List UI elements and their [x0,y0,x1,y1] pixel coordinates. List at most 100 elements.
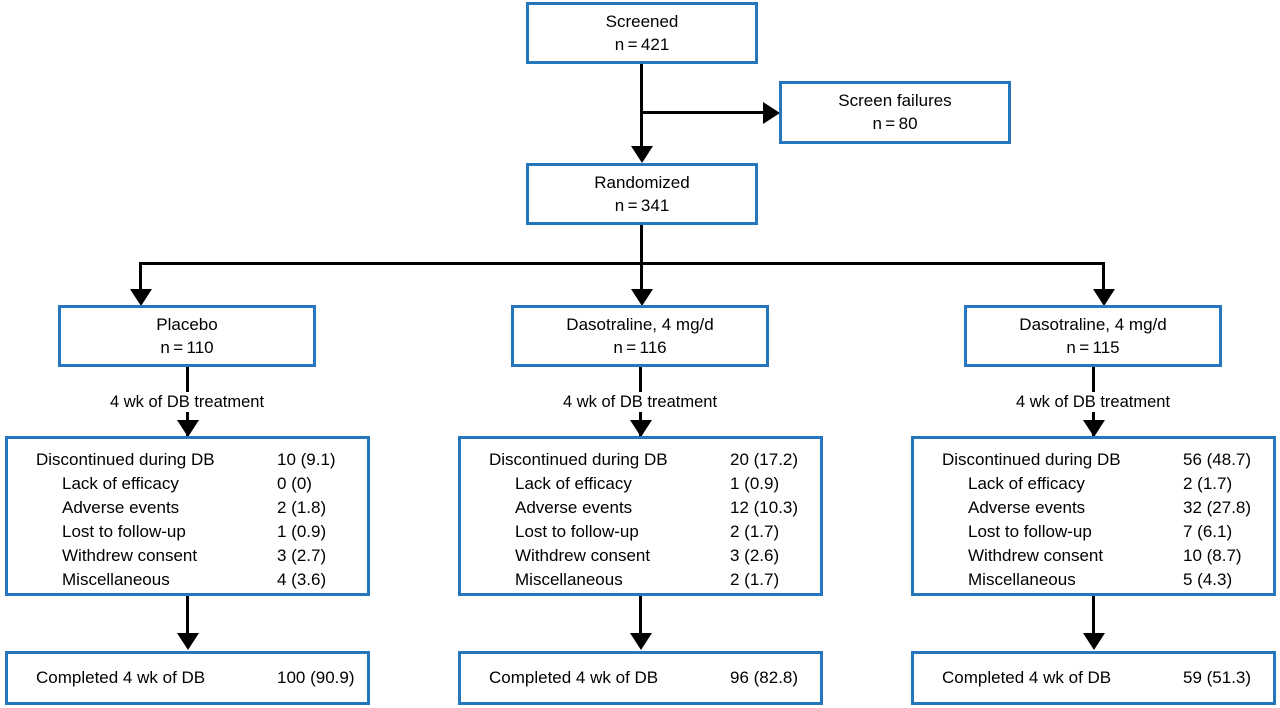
row-label: Adverse events [515,498,633,517]
arm-dasotraline-4mg-b-discontinued-box: Discontinued during DB 56 (48.7) Lack of… [911,436,1276,596]
row-value: 1 (0.9) [277,522,327,541]
connector-arm-3-to-completed [1092,596,1095,640]
node-screened-title: Screened [605,11,679,31]
table-row: Adverse events 12 (10.3) [461,496,820,520]
arm-dasotraline-4mg-b-count: n = 115 [1066,337,1120,357]
row-value: 4 (3.6) [277,570,327,589]
table-row: Miscellaneous 4 (3.6) [8,568,367,592]
arm-dasotraline-4mg-a-title: Dasotraline, 4 mg/d [566,314,714,334]
connector-split-to-arm-2 [640,262,643,300]
table-row: Adverse events 2 (1.8) [8,496,367,520]
arrowhead-screen-failures [763,101,780,124]
arm-dasotraline-4mg-b-completed-box: Completed 4 wk of DB 59 (51.3) [911,651,1276,705]
row-label: Discontinued during DB [36,450,215,469]
connector-randomized-stem [640,225,643,265]
table-row: Lack of efficacy 0 (0) [8,472,367,496]
row-label: Discontinued during DB [489,450,668,469]
completed-label: Completed 4 wk of DB [489,668,659,687]
row-label: Withdrew consent [968,546,1104,565]
table-row: Lack of efficacy 2 (1.7) [914,472,1273,496]
completed-label: Completed 4 wk of DB [942,668,1112,687]
table-row: Discontinued during DB 20 (17.2) [461,448,820,472]
arm-dasotraline-4mg-b-title: Dasotraline, 4 mg/d [1019,314,1167,334]
row-value: 3 (2.6) [730,546,780,565]
table-row: Lack of efficacy 1 (0.9) [461,472,820,496]
completed-value: 100 (90.9) [277,668,355,687]
row-label: Adverse events [62,498,180,517]
row-label: Miscellaneous [968,570,1076,589]
arrowhead-randomized [630,146,653,163]
row-value: 56 (48.7) [1183,450,1252,469]
table-row: Discontinued during DB 10 (9.1) [8,448,367,472]
node-screened: Screened n = 421 [526,2,758,64]
arrowhead-arm-2 [630,289,653,306]
arm-dasotraline-4mg-a-discontinued-box: Discontinued during DB 20 (17.2) Lack of… [458,436,823,596]
table-row: Adverse events 32 (27.8) [914,496,1273,520]
row-value: 5 (4.3) [1183,570,1233,589]
completed-value: 59 (51.3) [1183,668,1252,687]
node-randomized: Randomized n = 341 [526,163,758,225]
edge-label-arm-2-db-treatment: 4 wk of DB treatment [509,392,771,412]
row-label: Withdrew consent [62,546,198,565]
row-value: 0 (0) [277,474,312,493]
completed-row: Completed 4 wk of DB 100 (90.9) [8,654,367,702]
row-value: 2 (1.8) [277,498,327,517]
node-screen-failures: Screen failures n = 80 [779,81,1011,144]
row-value: 10 (8.7) [1183,546,1242,565]
node-randomized-count: n = 341 [614,195,670,215]
table-row: Miscellaneous 2 (1.7) [461,568,820,592]
table-row: Miscellaneous 5 (4.3) [914,568,1273,592]
row-value: 12 (10.3) [730,498,799,517]
connector-screened-to-randomized [640,64,643,156]
arm-placebo-header: Placebo n = 110 [58,305,316,367]
arrowhead-arm-2-completed [629,633,652,650]
arrowhead-arm-3-discontinued [1082,420,1105,437]
table-row: Lost to follow-up 2 (1.7) [461,520,820,544]
row-label: Miscellaneous [515,570,623,589]
arrowhead-placebo-completed [176,633,199,650]
table-row: Withdrew consent 3 (2.6) [461,544,820,568]
arrowhead-arm-2-discontinued [629,420,652,437]
connector-arm-2-to-completed [639,596,642,640]
table-row: Discontinued during DB 56 (48.7) [914,448,1273,472]
row-label: Lost to follow-up [62,522,186,541]
row-value: 1 (0.9) [730,474,780,493]
row-value: 2 (1.7) [730,570,780,589]
arm-placebo-count: n = 110 [160,337,214,357]
row-label: Adverse events [968,498,1086,517]
completed-row: Completed 4 wk of DB 96 (82.8) [461,654,820,702]
edge-label-arm-3-db-treatment: 4 wk of DB treatment [962,392,1224,412]
row-value: 7 (6.1) [1183,522,1233,541]
row-label: Lack of efficacy [968,474,1085,493]
arm-dasotraline-4mg-a-count: n = 116 [613,337,667,357]
completed-label: Completed 4 wk of DB [36,668,206,687]
row-label: Lack of efficacy [62,474,179,493]
completed-value: 96 (82.8) [730,668,799,687]
row-label: Miscellaneous [62,570,170,589]
connector-placebo-to-completed [186,596,189,640]
row-label: Discontinued during DB [942,450,1121,469]
table-row: Lost to follow-up 1 (0.9) [8,520,367,544]
arm-placebo-discontinued-box: Discontinued during DB 10 (9.1) Lack of … [5,436,370,596]
node-screen-failures-count: n = 80 [872,114,918,133]
node-screened-count: n = 421 [614,34,670,54]
arm-placebo-completed-box: Completed 4 wk of DB 100 (90.9) [5,651,370,705]
arrowhead-arm-3-completed [1082,633,1105,650]
row-value: 2 (1.7) [1183,474,1233,493]
arm-dasotraline-4mg-a-header: Dasotraline, 4 mg/d n = 116 [511,305,769,367]
node-randomized-title: Randomized [594,172,690,192]
row-value: 32 (27.8) [1183,498,1252,517]
connector-randomized-split-bar [139,262,1105,265]
row-label: Lost to follow-up [968,522,1092,541]
row-label: Lost to follow-up [515,522,639,541]
row-value: 20 (17.2) [730,450,799,469]
connector-split-to-placebo [139,262,142,300]
row-label: Withdrew consent [515,546,651,565]
arrowhead-placebo-discontinued [176,420,199,437]
row-label: Lack of efficacy [515,474,632,493]
connector-screened-to-screen-failures [640,111,770,114]
arm-dasotraline-4mg-a-completed-box: Completed 4 wk of DB 96 (82.8) [458,651,823,705]
row-value: 2 (1.7) [730,522,780,541]
table-row: Lost to follow-up 7 (6.1) [914,520,1273,544]
